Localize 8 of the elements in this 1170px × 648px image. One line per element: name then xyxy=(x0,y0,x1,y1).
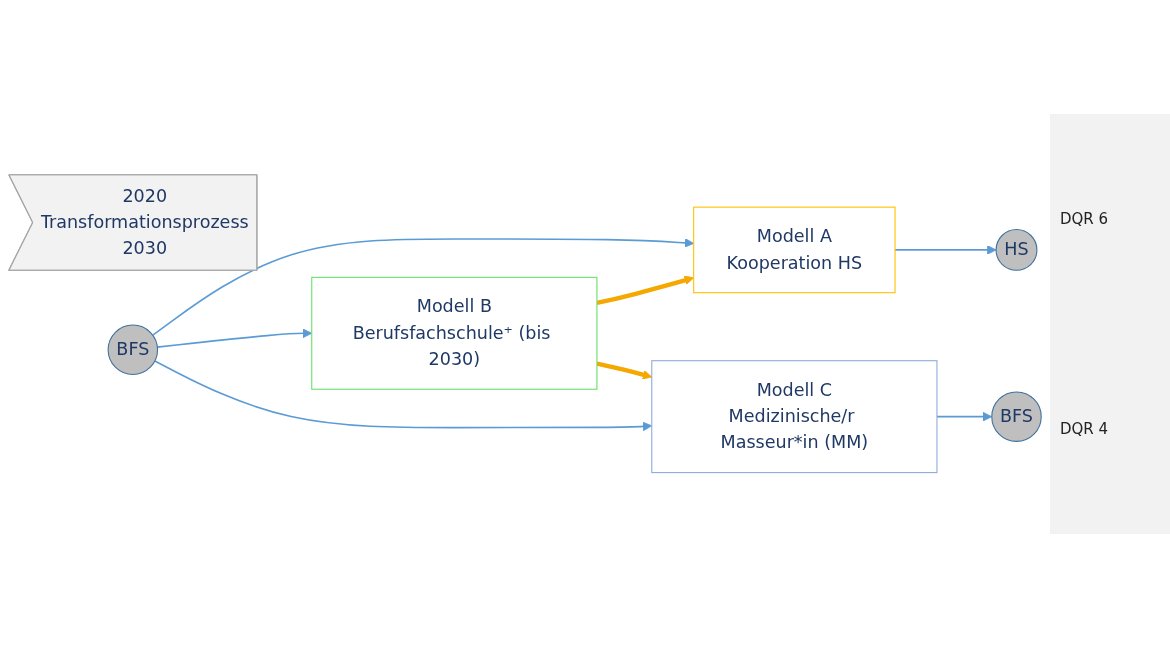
node-circle: BFS xyxy=(991,391,1042,443)
node-circle: BFS xyxy=(107,324,159,376)
node-box: Modell A Kooperation HS xyxy=(693,206,896,294)
level-label: DQR 6 xyxy=(1060,210,1110,228)
level-label: DQR 4 xyxy=(1060,420,1110,438)
node-box: Modell B Berufsfachschule⁺ (bis 2030) xyxy=(311,277,598,391)
node-box: Modell C Medizinische/r Masseur*in (MM) xyxy=(651,360,938,474)
node-circle: HS xyxy=(995,229,1038,272)
